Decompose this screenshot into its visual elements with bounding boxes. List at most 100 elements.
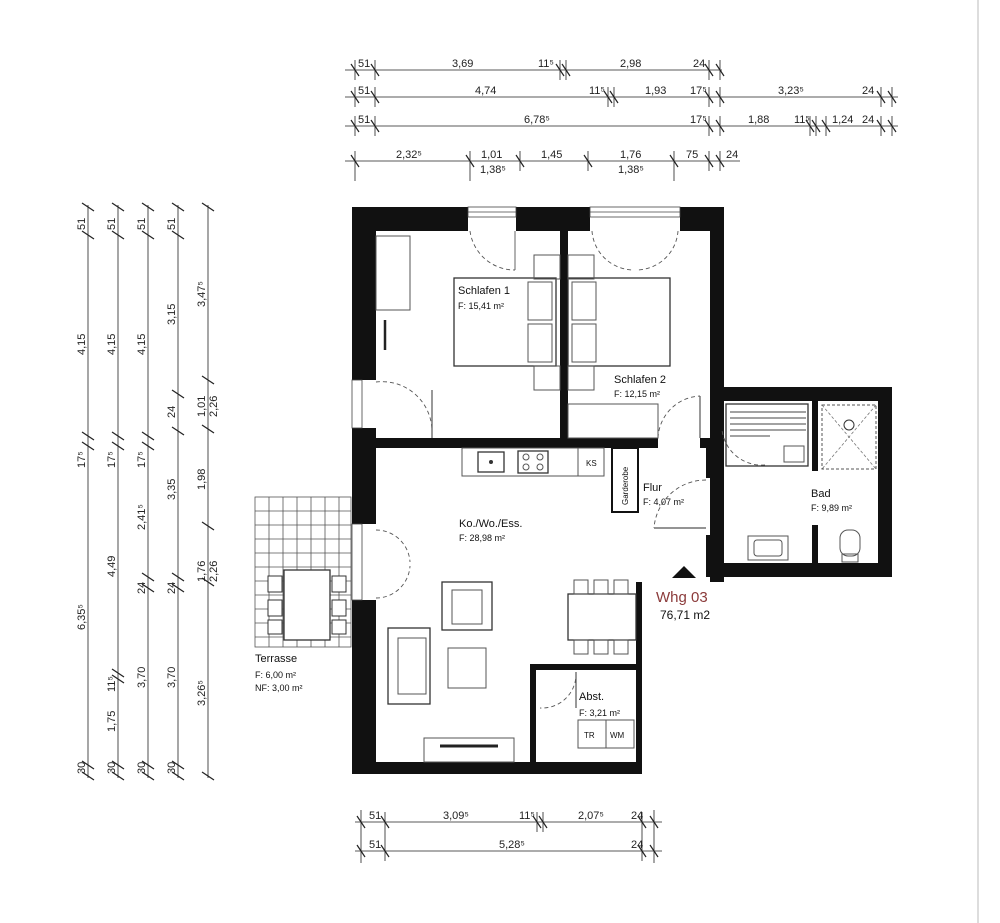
dim-bottom-r2-2: 24: [631, 839, 643, 851]
doors: [375, 230, 766, 709]
dim-left-c2-1: 4,15: [106, 334, 118, 355]
terrace-name: Terrasse: [255, 653, 297, 665]
top-dimension-chains: 51 3,69 11⁵ 2,98 24 51 4,74 11⁵ 1,93 17⁵…: [345, 58, 898, 181]
dim-left-c5-0: 3,47⁵: [196, 281, 208, 307]
bad-name: Bad: [811, 488, 831, 500]
dim-top-r4-sub-0: 1,38⁵: [480, 164, 506, 176]
dim-left-c3-1: 4,15: [136, 334, 148, 355]
washbasin: [747, 535, 789, 561]
dim-bottom-r1-0: 51: [369, 810, 381, 822]
bad-area: F: 9,89 m²: [811, 503, 852, 513]
dim-left-c3-2: 17⁵: [136, 451, 148, 468]
dim-top-r4-4: 75: [686, 149, 698, 161]
dim-top-r1-4: 24: [693, 58, 705, 70]
dim-left-c5-3: 1,76: [196, 561, 208, 582]
dim-bottom-r1-4: 24: [631, 810, 643, 822]
terrace-area: F: 6,00 m²: [255, 670, 296, 680]
terrace-table-set: [267, 569, 347, 641]
dim-left-c3-4: 24: [136, 582, 148, 594]
dim-top-r2-3: 1,93: [645, 85, 666, 97]
furniture: KS Garderobe TR WM: [375, 235, 877, 763]
bedroom1-wardrobe: [375, 235, 411, 311]
dim-left-c5-1: 1,01: [196, 396, 208, 417]
dim-left-c3-0: 51: [136, 218, 148, 230]
kowoess-area: F: 28,98 m²: [459, 533, 505, 543]
dim-bottom-r1-3: 2,07⁵: [578, 810, 604, 822]
dim-left-c3-6: 30: [136, 762, 148, 774]
dim-top-r3-2: 17⁵: [690, 114, 707, 126]
bedroom2-bed: [567, 254, 671, 391]
dryer-label: TR: [584, 731, 595, 740]
dim-top-r1-1: 3,69: [452, 58, 473, 70]
abst-name: Abst.: [579, 691, 604, 703]
dim-top-r2-0: 51: [358, 85, 370, 97]
flur-name: Flur: [643, 482, 662, 494]
dim-top-r4-1: 1,01: [481, 149, 502, 161]
dim-top-r2-4: 17⁵: [690, 85, 707, 97]
unit-name: Whg 03: [656, 589, 708, 606]
toilet: [839, 529, 861, 563]
dim-left-c4-1: 3,15: [166, 304, 178, 325]
schlafen1-name: Schlafen 1: [458, 285, 510, 297]
dim-left-c2-3: 4,49: [106, 556, 118, 577]
bedroom2-wardrobe: [567, 403, 659, 439]
dim-left-c3-3: 2,41⁵: [136, 504, 148, 530]
dim-top-r2-2: 11⁵: [589, 85, 605, 97]
schlafen2-area: F: 12,15 m²: [614, 389, 660, 399]
dining-table: [567, 579, 637, 655]
coffee-table: [447, 647, 487, 689]
dim-left-c2-5: 1,75: [106, 711, 118, 732]
tv-sideboard: [423, 737, 515, 763]
dim-left-c1-1: 4,15: [76, 334, 88, 355]
dim-left-c2-4: 11⁵: [106, 676, 118, 692]
dim-top-r3-1: 6,78⁵: [524, 114, 550, 126]
unit-area: 76,71 m2: [660, 608, 710, 622]
dim-top-r1-2: 11⁵: [538, 58, 554, 70]
dim-left-c4-5: 3,70: [166, 667, 178, 688]
dim-bottom-r2-0: 51: [369, 839, 381, 851]
dim-left-c1-4: 30: [76, 762, 88, 774]
dim-left-c1-2: 17⁵: [76, 451, 88, 468]
dim-top-r3-4: 11⁵: [794, 114, 810, 126]
sauna: [725, 403, 809, 467]
dim-top-r2-5: 3,23⁵: [778, 85, 804, 97]
dim-left-c2-0: 51: [106, 218, 118, 230]
windows: [351, 206, 681, 601]
dim-left-c1-3: 6,35⁵: [76, 604, 88, 630]
dim-left-c4-0: 51: [166, 218, 178, 230]
dim-left-c5-sub-1: 2,26: [208, 561, 220, 582]
dim-left-c3-5: 3,70: [136, 667, 148, 688]
dim-top-r3-6: 24: [862, 114, 874, 126]
dim-left-c5-sub-0: 2,26: [208, 396, 220, 417]
flur-area: F: 4,07 m²: [643, 497, 684, 507]
garderobe-label: Garderobe: [621, 466, 630, 505]
armchair: [441, 581, 493, 631]
dim-top-r3-3: 1,88: [748, 114, 769, 126]
dim-left-c5-4: 3,26⁵: [196, 680, 208, 706]
kowoess-name: Ko./Wo./Ess.: [459, 518, 522, 530]
fridge-label: KS: [586, 459, 597, 468]
abst-area: F: 3,21 m²: [579, 708, 620, 718]
dim-top-r1-3: 2,98: [620, 58, 641, 70]
dim-top-r3-0: 51: [358, 114, 370, 126]
schlafen1-area: F: 15,41 m²: [458, 301, 504, 311]
dim-left-c4-6: 30: [166, 762, 178, 774]
dim-bottom-r2-1: 5,28⁵: [499, 839, 525, 851]
dim-top-r2-6: 24: [862, 85, 874, 97]
dim-top-r3-5: 1,24: [832, 114, 853, 126]
dim-bottom-r1-2: 11⁵: [519, 810, 535, 822]
terrace: Terrasse F: 6,00 m² NF: 3,00 m²: [254, 496, 352, 693]
dim-left-c2-6: 30: [106, 762, 118, 774]
entrance-marker-icon: [672, 566, 696, 578]
washer-label: WM: [610, 731, 625, 740]
schlafen2-name: Schlafen 2: [614, 374, 666, 386]
dim-top-r4-3: 1,76: [620, 149, 641, 161]
dim-left-c4-2: 24: [166, 406, 178, 418]
bottom-dimension-chains: 51 3,09⁵ 11⁵ 2,07⁵ 24 51 5,28⁵ 24: [355, 810, 662, 863]
room-labels: Schlafen 1 F: 15,41 m² Schlafen 2 F: 12,…: [458, 285, 852, 718]
dim-left-c2-2: 17⁵: [106, 451, 118, 468]
dim-bottom-r1-1: 3,09⁵: [443, 810, 469, 822]
dim-top-r4-sub-1: 1,38⁵: [618, 164, 644, 176]
dim-top-r1-0: 51: [358, 58, 370, 70]
